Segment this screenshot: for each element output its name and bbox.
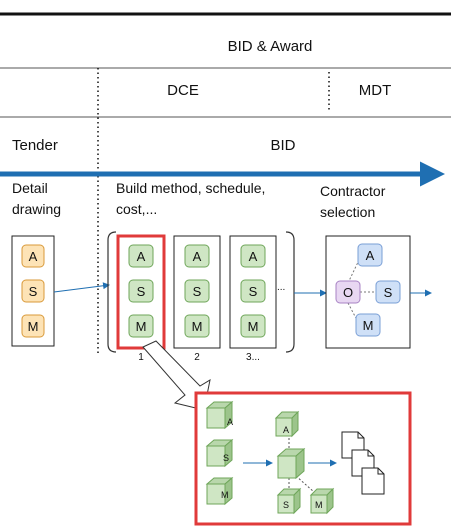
option-1-a-box <box>128 244 154 268</box>
option-3-a-label: A <box>249 249 258 264</box>
option-2-m-label: M <box>192 319 203 334</box>
detail-m-box <box>21 314 45 338</box>
zoom-cube-bottom-m-label: M <box>315 500 323 510</box>
build-method-line2: cost,... <box>116 201 157 217</box>
contractor-s-box <box>375 280 401 304</box>
detail-s-label: S <box>29 284 38 299</box>
zoom-cube-top-label: A <box>283 425 289 435</box>
option-2-m-box <box>184 314 210 338</box>
option-2-s-box <box>184 279 210 303</box>
tender-label: Tender <box>12 137 58 154</box>
option-1-m-box <box>128 314 154 338</box>
zoom-cube-bottom-s <box>276 487 302 515</box>
contractor-link-a <box>347 257 361 284</box>
option-1-s-label: S <box>137 284 146 299</box>
contractor-o-label: O <box>343 285 353 300</box>
zoom-cube-center <box>276 447 306 480</box>
zoom-cube-a-label: A <box>227 417 233 427</box>
zoom-cube-a <box>205 400 234 430</box>
detail-a-box <box>21 244 45 268</box>
zoom-link-bottom-right <box>295 475 315 493</box>
option-2-s-label: S <box>193 284 202 299</box>
contractor-m-box <box>355 313 381 337</box>
contractor-o-box <box>335 280 361 304</box>
contractor-a-box <box>357 243 383 267</box>
more-options-ellipsis: ... <box>277 282 285 293</box>
detail-to-bid-arrow <box>53 282 110 293</box>
zoom-cube-top <box>274 410 300 438</box>
option-1-m-label: M <box>136 319 147 334</box>
option-1-s-box <box>128 279 154 303</box>
bid-set-bracket-right <box>285 231 295 353</box>
option-1-index: 1 <box>138 352 144 363</box>
zoom-cube-s-label: S <box>223 453 229 463</box>
option-2-a-label: A <box>193 249 202 264</box>
option-2-a-box <box>184 244 210 268</box>
build-method-line1: Build method, schedule, <box>116 180 265 196</box>
contractor-selection-line2: selection <box>320 204 375 220</box>
option-3-index: 3... <box>246 352 260 363</box>
bid-award-label: BID & Award <box>228 38 313 55</box>
detail-drawing-line2: drawing <box>12 201 61 217</box>
zoom-cube-m-label: M <box>221 490 229 500</box>
zoom-cube-m <box>205 476 234 506</box>
option-3-m-box <box>240 314 266 338</box>
dce-label: DCE <box>167 82 199 99</box>
option-1-a-label: A <box>137 249 146 264</box>
bid-label: BID <box>270 137 295 154</box>
detail-s-box <box>21 279 45 303</box>
detail-drawing-line1: Detail <box>12 180 48 196</box>
contractor-selection-line1: Contractor <box>320 183 386 199</box>
zoom-cube-bottom-m <box>309 487 335 515</box>
option-3-a-box <box>240 244 266 268</box>
contractor-m-label: M <box>363 318 374 333</box>
option-3-s-box <box>240 279 266 303</box>
option-3-m-label: M <box>248 319 259 334</box>
option-3-s-label: S <box>249 284 258 299</box>
detail-a-label: A <box>29 249 38 264</box>
contractor-s-label: S <box>384 285 393 300</box>
mdt-label: MDT <box>359 82 392 99</box>
zoom-cube-bottom-s-label: S <box>283 500 289 510</box>
contractor-a-label: A <box>366 248 375 263</box>
zoom-cube-s <box>205 438 234 468</box>
detail-m-label: M <box>28 319 39 334</box>
option-2-index: 2 <box>194 352 200 363</box>
document-stack-icon <box>341 431 385 495</box>
bid-set-bracket-left <box>107 231 117 353</box>
